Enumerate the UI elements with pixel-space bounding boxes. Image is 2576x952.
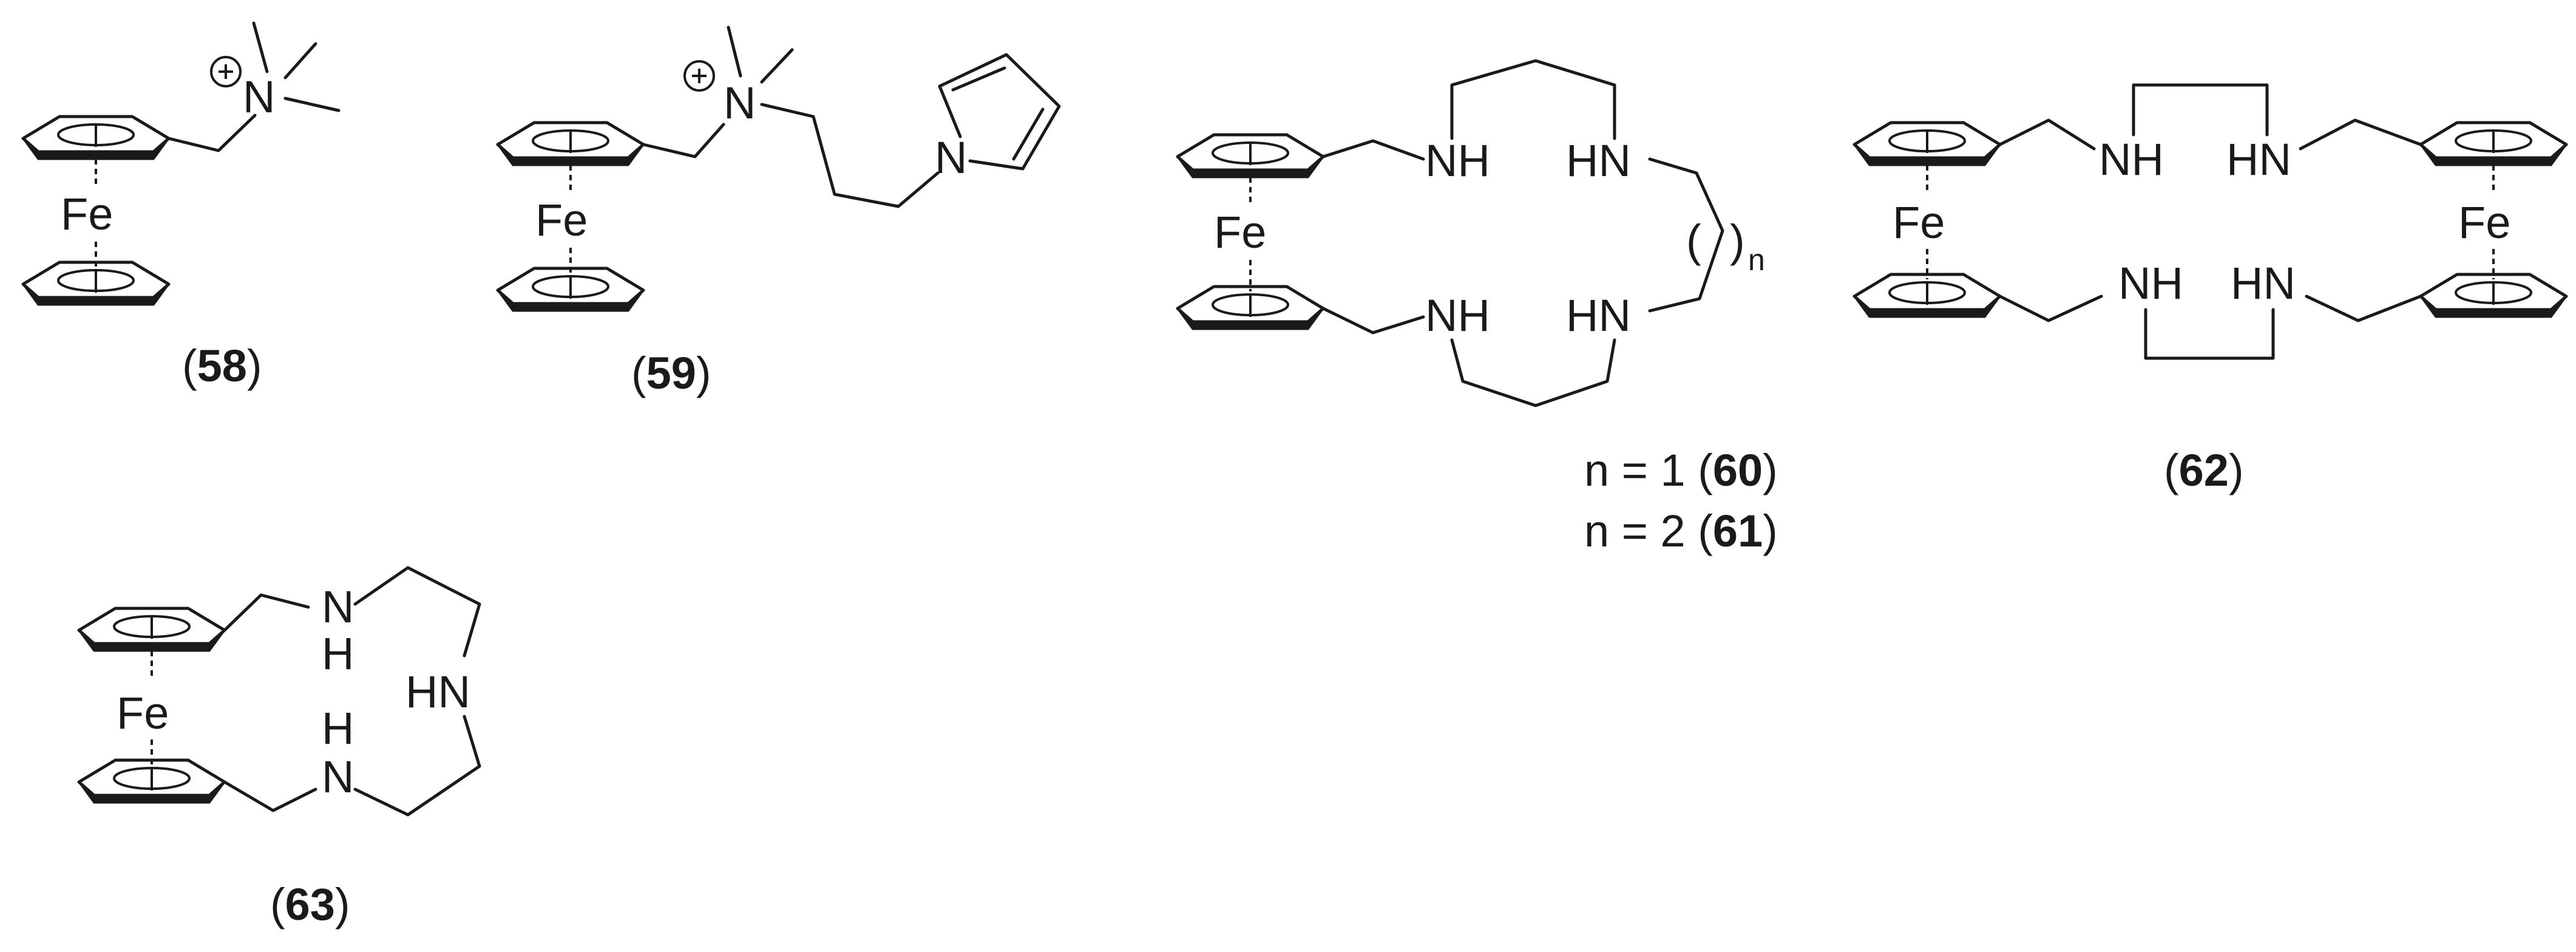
iron-atom-left: Fe: [1893, 197, 1945, 248]
cp-ring-top-left: [1854, 123, 2000, 165]
cp-ring-bottom-left: [1854, 274, 2000, 317]
iron-atom: Fe: [535, 195, 588, 245]
bracket-open: (: [1686, 216, 1701, 266]
bracket-close: ): [1730, 216, 1745, 266]
cp-ring-bottom: [498, 268, 643, 311]
amine-h-top: H: [322, 628, 354, 679]
amine-nh-bottom-left: NH: [1425, 290, 1490, 341]
amine-n-top: N: [322, 582, 354, 632]
iron-atom-right: Fe: [2458, 197, 2510, 248]
iron-atom: Fe: [117, 688, 169, 738]
amine-nh-top-left: NH: [2099, 134, 2164, 185]
iron-atom: Fe: [1214, 207, 1266, 257]
amine-nh-bottom-left: NH: [2118, 258, 2183, 308]
compound-58: Fe N (58): [23, 21, 341, 391]
compound-label-60: n = 1 (60): [1584, 445, 1778, 495]
amine-hn-top-right: HN: [2226, 134, 2291, 185]
compound-62: Fe Fe NH HN NH HN (62): [1854, 83, 2566, 495]
cp-ring-bottom: [79, 760, 225, 803]
iron-atom: Fe: [61, 189, 113, 239]
cp-ring-top: [498, 123, 643, 165]
cp-ring-top: [23, 117, 169, 159]
nitrogen-atom: N: [724, 78, 756, 128]
positive-charge-circle: [683, 60, 715, 92]
nitrogen-atom: N: [243, 72, 275, 122]
amine-n-bottom: N: [322, 752, 354, 802]
compound-label-59: (59): [631, 348, 711, 398]
cp-ring-top-right: [2421, 123, 2566, 165]
amine-h-bottom: H: [322, 703, 354, 753]
compound-63: Fe N H HN H N (63): [79, 566, 481, 930]
amine-hn-bottom-right: HN: [2231, 258, 2296, 308]
compound-label-61: n = 2 (61): [1584, 506, 1778, 556]
cp-ring-bottom: [1178, 287, 1323, 329]
pyrrole-nitrogen-atom: N: [935, 132, 967, 183]
compound-label-63: (63): [270, 879, 350, 930]
repeat-unit-subscript: n: [1748, 243, 1765, 277]
amine-hn-middle: HN: [405, 667, 470, 717]
compound-59: Fe N N (59): [498, 25, 1061, 398]
compound-60-61: Fe NH NH HN HN ( ) n n = 1 (60) n = 2 (6…: [1178, 59, 1778, 556]
cp-ring-top: [1178, 135, 1323, 177]
positive-charge-circle: [210, 56, 242, 87]
amine-hn-bottom-right: HN: [1566, 290, 1631, 341]
compound-label-58: (58): [182, 341, 262, 391]
amine-hn-top-right: HN: [1566, 135, 1631, 186]
compound-label-62: (62): [2164, 445, 2244, 495]
cp-ring-top: [79, 608, 225, 651]
amine-nh-top-left: NH: [1425, 135, 1490, 186]
cp-ring-bottom-right: [2421, 274, 2566, 317]
cp-ring-bottom: [23, 262, 169, 305]
